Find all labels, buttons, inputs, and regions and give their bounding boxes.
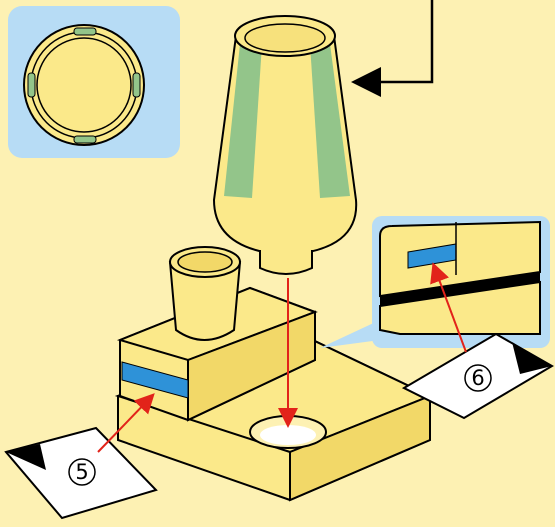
top-view-inset <box>8 6 180 158</box>
callout-6-label: 6 <box>471 366 484 390</box>
short-cup <box>170 247 240 340</box>
callout-5-label: 5 <box>75 460 88 484</box>
tall-cup <box>214 16 356 274</box>
